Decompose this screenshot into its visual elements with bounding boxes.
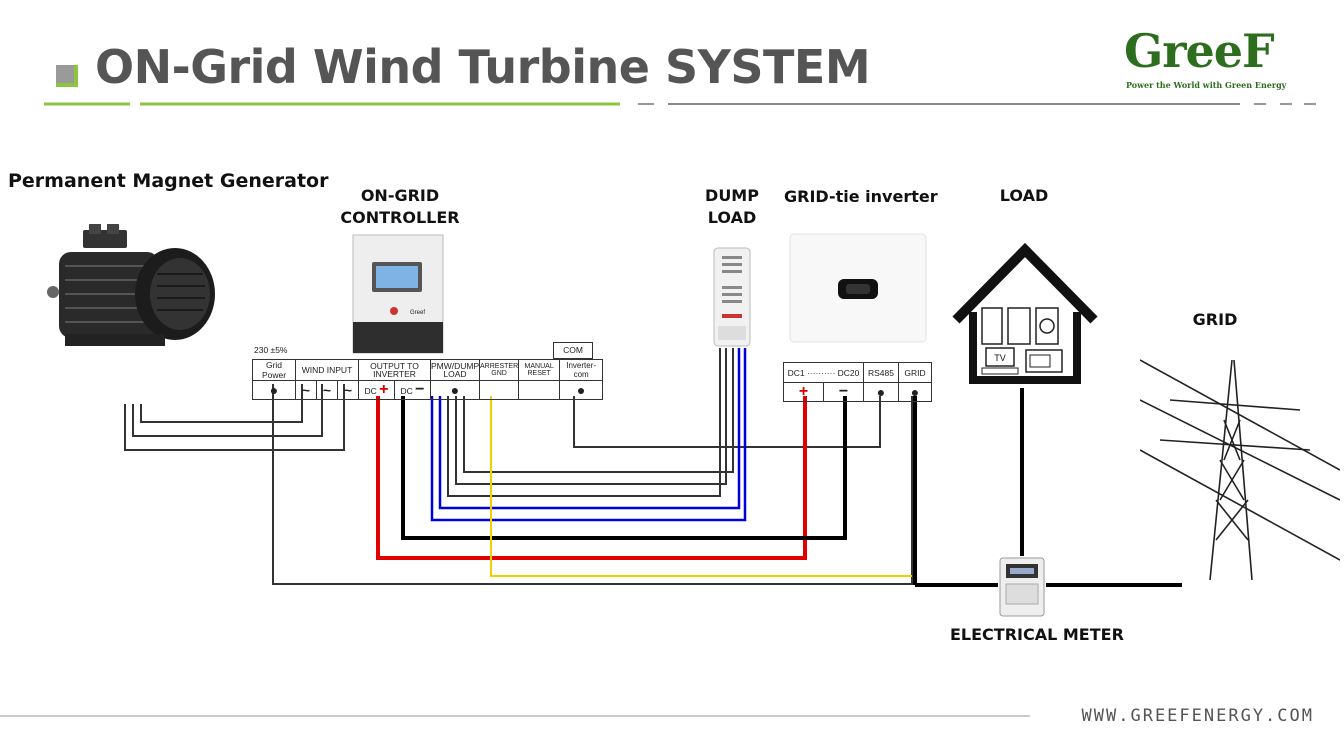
- controller-image: Greef: [352, 234, 444, 354]
- controller-terminal-table: Grid Power WIND INPUT OUTPUT TO INVERTER…: [252, 359, 604, 400]
- voltage-label: 230 ±5%: [254, 345, 288, 355]
- tv-icon-label: TV: [994, 353, 1006, 363]
- grid-power-terminal: ●: [252, 380, 296, 400]
- greef-logo: GreeF Power the World with Green Energy: [1120, 22, 1310, 94]
- dc-minus-text: DC: [400, 386, 413, 396]
- com-label: COM: [553, 342, 593, 359]
- transmission-tower-icon: [1140, 359, 1340, 581]
- inverter-dc-plus-terminal: +: [783, 382, 824, 402]
- wind-input-terminal-2: ~: [316, 380, 338, 400]
- inverter-label: GRID-tie inverter: [784, 187, 938, 206]
- dump-load-label-line2: LOAD: [707, 208, 757, 227]
- header-grid: GRID: [898, 362, 932, 383]
- dc-minus-terminal: DC −: [394, 380, 431, 400]
- dc-plus-text: DC: [364, 386, 377, 396]
- header-dc1-dc20: DC1 ·········· DC20: [783, 362, 864, 383]
- header-manual-reset: MANUAL RESET: [518, 359, 561, 381]
- header-output-inverter: OUTPUT TO INVERTER: [358, 359, 431, 381]
- manual-reset-terminal: [518, 380, 561, 400]
- inverter-image: [789, 233, 927, 343]
- generator-image: [47, 224, 215, 346]
- header-rs485: RS485: [863, 362, 899, 383]
- title-square-icon: [56, 65, 78, 87]
- header-grid-power: Grid Power: [252, 359, 296, 381]
- plus-icon: +: [379, 381, 389, 398]
- minus-icon: −: [415, 381, 425, 398]
- meter-label: ELECTRICAL METER: [950, 625, 1124, 644]
- load-label: LOAD: [999, 186, 1049, 205]
- wind-input-terminal-3: ~: [337, 380, 359, 400]
- controller-brand-text: Greef: [410, 310, 425, 316]
- inverter-com-terminal: ●: [559, 380, 604, 400]
- rs485-terminal: ●: [863, 382, 899, 402]
- logo-tagline: Power the World with Green Energy: [1126, 80, 1287, 90]
- dump-load-image: [713, 247, 751, 347]
- dc-plus-terminal: DC +: [358, 380, 395, 400]
- website-url: WWW.GREEFENERGY.COM: [1081, 706, 1314, 726]
- header-wind-input: WIND INPUT: [295, 359, 359, 381]
- inverter-terminal-table: DC1 ·········· DC20 RS485 GRID + − ● ●: [783, 362, 932, 402]
- inverter-dc-minus-terminal: −: [823, 382, 864, 402]
- header-arrester-gnd: ARRESTER GND: [479, 359, 520, 381]
- page-title: ON-Grid Wind Turbine SYSTEM: [95, 40, 871, 94]
- dump-load-label-line1: DUMP: [705, 186, 759, 205]
- header-inverter-com: Inverter-com: [559, 359, 604, 381]
- dump-load-terminal: ●: [429, 380, 481, 400]
- grid-label: GRID: [1192, 310, 1238, 329]
- house-load-icon: TV: [952, 242, 1098, 384]
- wind-input-terminal-1: ~: [295, 380, 317, 400]
- controller-label-line1: ON-GRID: [360, 186, 440, 205]
- controller-label-line2: CONTROLLER: [340, 208, 460, 227]
- arrester-terminal: [479, 380, 520, 400]
- logo-text: GreeF: [1124, 24, 1275, 78]
- generator-label: Permanent Magnet Generator: [8, 170, 329, 192]
- header-dump-load: PMW/DUMP LOAD: [429, 359, 481, 381]
- electrical-meter-icon: [999, 557, 1045, 617]
- grid-terminal: ●: [898, 382, 932, 402]
